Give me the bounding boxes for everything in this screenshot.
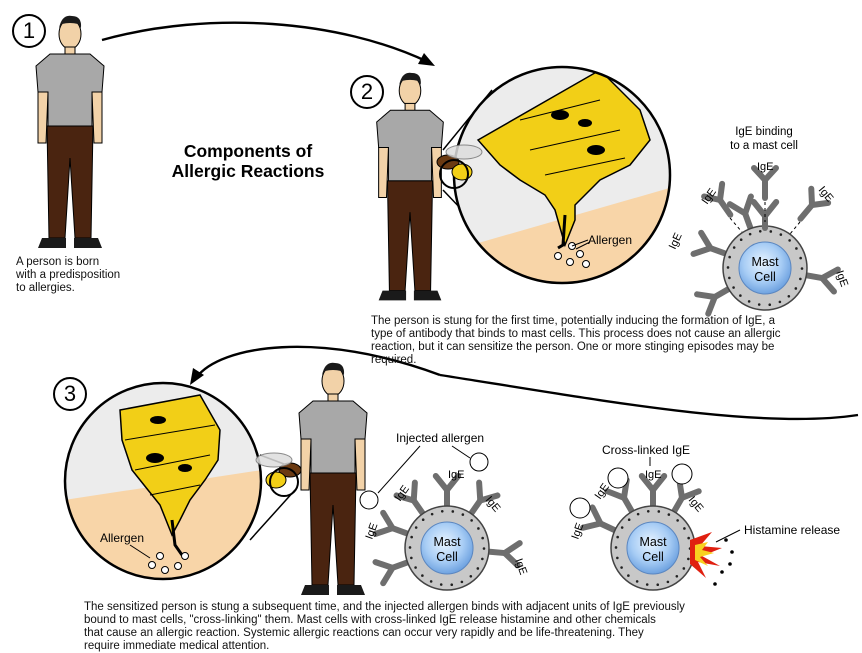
mast-cell-label-line-1: Mast [639, 535, 667, 549]
step-1-badge: 1 [12, 14, 46, 48]
histamine-burst [690, 530, 740, 586]
ige-label: IgE [833, 269, 850, 289]
label-injected-allergen: Injected allergen [396, 431, 484, 445]
label-histamine-release: Histamine release [744, 523, 840, 537]
title-line-2: Allergic Reactions [148, 161, 348, 181]
arrow-1-to-2 [102, 23, 428, 62]
step-1-caption: A person is born with a predisposition t… [16, 256, 156, 295]
label-allergen-2: Allergen [588, 233, 632, 247]
ige-label: IgE [364, 521, 381, 541]
mast-cell-label-line-2: Cell [436, 550, 458, 564]
caption-line: with a predisposition [16, 269, 156, 282]
person-1-figure [36, 16, 104, 248]
ige-label: IgE [700, 186, 719, 206]
caption-line: The sensitized person is stung a subsequ… [84, 601, 854, 614]
ige-label: IgE [512, 557, 529, 577]
ige-label: IgE [645, 469, 662, 481]
step-3-caption: The sensitized person is stung a subsequ… [84, 601, 854, 653]
caption-line: that cause an allergic reaction. Systemi… [84, 627, 854, 640]
ige-label: IgE [667, 231, 685, 251]
step-2-badge: 2 [350, 75, 384, 109]
label-cross-linked: Cross-linked IgE [602, 443, 690, 457]
title-line-1: Components of [148, 141, 348, 161]
caption-line: type of antibody that binds to mast cell… [371, 328, 851, 341]
label-ige-binding-2: to a mast cell [730, 140, 798, 152]
mast-cell-label-line-2: Cell [642, 550, 664, 564]
step-3-badge: 3 [53, 377, 87, 411]
mast-cell-label-line-1: Mast [751, 255, 779, 269]
label-ige-binding-1: IgE binding [735, 126, 793, 138]
caption-line: require immediate medical attention. [84, 640, 854, 653]
caption-line: bound to mast cells, "cross-linking" the… [84, 614, 854, 627]
label-allergen-3: Allergen [100, 531, 144, 545]
page-title: Components of Allergic Reactions [148, 141, 348, 181]
caption-line: The person is stung for the first time, … [371, 315, 851, 328]
caption-line: to allergies. [16, 282, 156, 295]
sting-inset-2 [443, 67, 680, 290]
caption-line: reaction, but it can sensitize the perso… [371, 341, 851, 354]
sting-inset-3 [64, 383, 300, 580]
ige-label: IgE [593, 481, 612, 501]
ige-label: IgE [757, 161, 774, 173]
ige-label: IgE [570, 521, 587, 541]
caption-line: required. [371, 354, 851, 367]
person-3-figure [299, 363, 367, 595]
ige-label: IgE [448, 469, 465, 481]
step-2-caption: The person is stung for the first time, … [371, 315, 851, 367]
person-2-figure [377, 73, 444, 301]
arrow-return-curve [440, 375, 858, 419]
wasp-3 [256, 453, 301, 496]
caption-line: A person is born [16, 256, 156, 269]
mast-cell-label-line-2: Cell [754, 270, 776, 284]
mast-cell-label-line-1: Mast [433, 535, 461, 549]
